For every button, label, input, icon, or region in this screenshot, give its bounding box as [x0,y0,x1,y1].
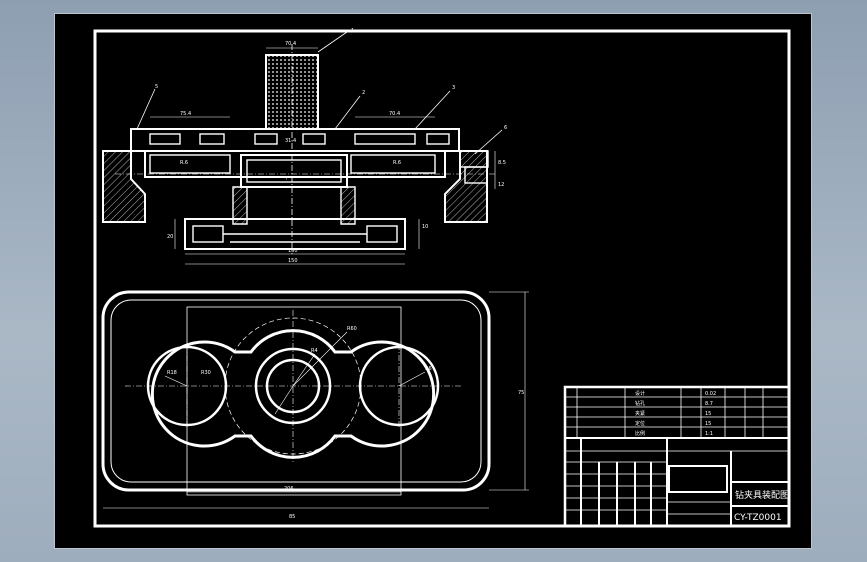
spec-name-2: 夹紧 [635,410,645,417]
spec-value-4: 1:1 [705,431,713,437]
spec-name-0: 设计 [635,390,645,397]
dim-radius-b: R30 [201,370,211,376]
dim-base-width: 150 [288,258,298,264]
spec-value-0: 0.02 [705,391,716,397]
plan-view [101,290,529,509]
balloon-6: 6 [504,125,507,131]
dim-top-width: 70.4 [285,41,296,47]
balloon-1: 1 [351,28,354,34]
drawing-number: CY-TZ0001 [734,513,782,523]
dim-left-span: 75.4 [180,111,191,117]
plan-view-labels: 75 206 85 R18 R30 R60 R4 R6 [167,326,524,520]
dim-plan-height: 75 [518,390,524,396]
spec-name-3: 定位 [635,420,645,427]
dim-radius-d: R4 [311,348,318,354]
spec-value-1: 8.7 [705,401,713,407]
dim-right-step: 10 [422,224,428,230]
base-plate [184,218,406,250]
spec-value-3: 15 [705,421,711,427]
spec-name-1: 钻孔 [635,400,645,407]
dim-radius-c: R60 [347,326,357,332]
spec-name-4: 比例 [635,430,645,437]
cad-drawing: 1 5 2 3 6 70.4 75.4 31.4 70.4 R.6 R.6 ? … [93,28,791,528]
title-block-labels: 设计 0.02 钻孔 8.7 夹紧 15 定位 15 比例 1:1 钻夹具装配图… [635,390,789,523]
dim-base-inner-width: 130 [288,248,298,254]
right-support-section [444,150,488,223]
dim-plan-inner-width: 206 [284,486,294,492]
center-column-section [232,186,356,225]
balloon-3: 3 [452,85,455,91]
dim-plan-overall-width: 85 [289,514,295,520]
front-view-labels: 1 5 2 3 6 70.4 75.4 31.4 70.4 R.6 R.6 ? … [155,28,507,264]
dim-inner-left: R.6 [180,160,188,166]
dim-radius-e: R6 [425,366,432,372]
drawing-border [93,29,791,528]
balloon-2: 2 [362,90,365,96]
dim-height-right-b: 12 [498,182,504,188]
fixture-outline [101,290,491,492]
dim-center-gap: 31.4 [285,138,296,144]
spec-value-2: 15 [705,411,711,417]
three-lobe-outline [150,329,436,459]
front-view [102,31,503,265]
dim-inner-right: R.6 [393,160,401,166]
drawing-title: 钻夹具装配图 [735,489,789,501]
title-block [563,385,791,528]
dim-height-right-a: 8.5 [498,160,506,166]
balloon-5: 5 [155,84,158,90]
cad-viewport[interactable]: 1 5 2 3 6 70.4 75.4 31.4 70.4 R.6 R.6 ? … [54,13,812,549]
dim-right-span: 70.4 [389,111,400,117]
dim-center-inner: ? [285,176,288,182]
dim-radius-a: R18 [167,370,177,376]
left-support-section [102,150,146,223]
dim-base-height: 20 [167,234,173,240]
